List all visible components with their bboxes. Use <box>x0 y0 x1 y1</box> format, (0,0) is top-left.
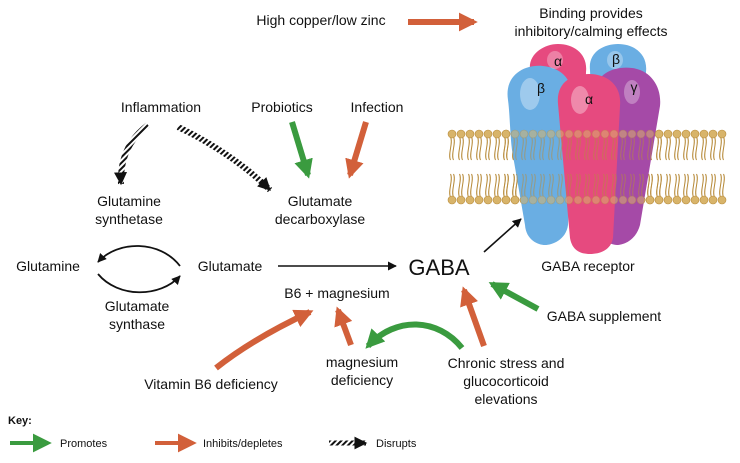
label-alpha-front: α <box>585 91 593 107</box>
legend-title: Key: <box>8 415 32 427</box>
label-alpha-back: α <box>554 53 562 69</box>
node-gaba-supplement: GABA supplement <box>547 308 662 324</box>
node-gaba: GABA <box>408 255 469 280</box>
node-vitamin-b6-deficiency: Vitamin B6 deficiency <box>144 376 278 392</box>
arrow-chronic-stress-to-magnesium <box>365 321 465 350</box>
node-magnesium-deficiency-line2: deficiency <box>331 372 393 388</box>
arrow-chronic-stress-to-gaba <box>460 286 487 348</box>
arrow-inflammation-to-glutamate-decarboxylase <box>176 124 273 193</box>
node-gaba-receptor: GABA receptor <box>541 258 635 274</box>
legend: Key: Promotes Inhibits/depletes Disrupts <box>8 415 417 453</box>
node-chronic-stress-line1: Chronic stress and <box>448 355 565 371</box>
node-chronic-stress-line2: glucocorticoid <box>463 373 549 389</box>
node-magnesium-deficiency-line1: magnesium <box>326 354 398 370</box>
node-glutamate-synthase-line1: Glutamate <box>105 298 170 314</box>
label-beta-back: β <box>612 51 620 67</box>
arrow-probiotics-to-decarboxylase <box>289 121 313 179</box>
arrow-gaba-supplement-to-gaba <box>488 281 540 312</box>
node-chronic-stress-line3: elevations <box>474 391 537 407</box>
arrow-infection-to-decarboxylase <box>345 121 369 179</box>
node-glutamine-synthetase-line2: synthetase <box>95 211 163 227</box>
arrow-glutamate-synthase <box>97 273 181 294</box>
label-beta-front: β <box>537 80 545 96</box>
node-infection: Infection <box>351 99 404 115</box>
gaba-receptor-illustration: α β β α γ <box>507 44 661 254</box>
legend-disrupts-label: Disrupts <box>376 438 417 450</box>
node-glutamate-synthase-line2: synthase <box>109 316 165 332</box>
subunit-alpha-front <box>557 74 621 254</box>
arrow-glutamine-synthetase <box>97 245 181 267</box>
arrow-vitamin-b6-deficiency-to-b6 <box>214 309 314 371</box>
node-glutamine-synthetase-line1: Glutamine <box>97 193 161 209</box>
arrow-gaba-to-receptor <box>483 218 522 253</box>
node-binding-line2: inhibitory/calming effects <box>514 23 667 39</box>
node-probiotics: Probiotics <box>251 99 312 115</box>
legend-promotes-label: Promotes <box>60 438 108 450</box>
node-inflammation: Inflammation <box>121 99 201 115</box>
arrow-magnesium-deficiency-to-b6 <box>334 306 354 347</box>
arrow-inflammation-to-glutamine-synthetase <box>114 122 150 186</box>
node-glutamate-decarboxylase-line2: decarboxylase <box>275 211 365 227</box>
membrane-overlay <box>501 129 664 205</box>
label-gamma: γ <box>631 79 638 95</box>
node-glutamine: Glutamine <box>16 258 80 274</box>
legend-inhibits-label: Inhibits/depletes <box>203 438 283 450</box>
node-glutamate-decarboxylase-line1: Glutamate <box>288 193 353 209</box>
node-high-copper-low-zinc: High copper/low zinc <box>256 12 385 28</box>
node-b6-magnesium: B6 + magnesium <box>284 285 389 301</box>
node-binding-line1: Binding provides <box>539 5 643 21</box>
node-glutamate: Glutamate <box>198 258 263 274</box>
